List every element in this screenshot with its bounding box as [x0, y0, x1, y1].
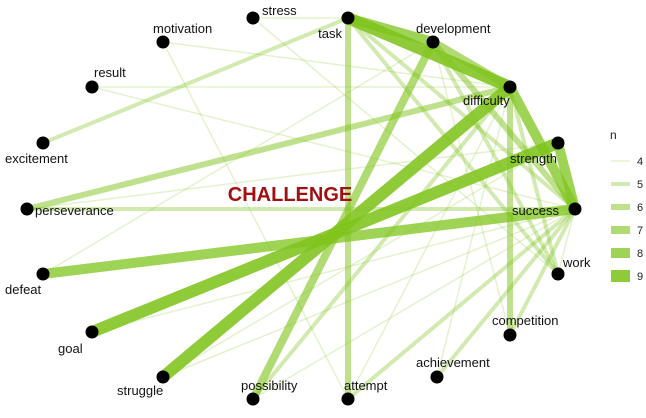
edge-result-success [91, 86, 576, 210]
edge-layer [26, 12, 580, 401]
node-label-competition: competition [492, 313, 558, 328]
node-label-struggle: struggle [117, 383, 163, 398]
edge-difficulty-work [508, 86, 560, 275]
edge-task-excitement [42, 16, 349, 145]
node-label-result: result [94, 65, 126, 80]
edge-development-work [431, 41, 560, 275]
edge-success-achievement [435, 207, 577, 379]
node-development [426, 35, 440, 49]
edge-difficulty-attempt [347, 86, 511, 400]
edge-strength-perseverance [26, 142, 559, 210]
node-label-goal: goal [58, 341, 83, 356]
node-attempt [341, 392, 355, 406]
node-excitement [36, 136, 50, 150]
node-layer [20, 11, 582, 406]
node-label-task: task [318, 26, 342, 41]
node-task [341, 11, 355, 25]
legend-label-9: 9 [637, 271, 643, 283]
node-goal [85, 325, 99, 339]
node-defeat [36, 267, 50, 281]
edge-difficulty-achievement [436, 86, 511, 378]
center-title: CHALLENGE [228, 184, 352, 206]
node-label-layer: stress task motivation development result dif… [5, 3, 591, 398]
node-possibility [246, 392, 260, 406]
node-result [85, 80, 99, 94]
legend: n 4 5 6 7 8 9 [610, 128, 643, 283]
edge-success-attempt [346, 207, 577, 401]
node-label-success: success [512, 203, 559, 218]
node-struggle [156, 370, 170, 384]
node-competition [503, 328, 517, 342]
node-label-attempt: attempt [344, 378, 388, 393]
legend-title: n [610, 128, 617, 142]
edge-success-possibility [252, 208, 576, 400]
node-label-achievement: achievement [416, 355, 490, 370]
edge-task-success [346, 16, 577, 211]
edge-difficulty-perseverance [26, 84, 511, 212]
node-label-difficulty: difficulty [463, 93, 510, 108]
edge-strength-success [553, 141, 580, 211]
legend-label-4: 4 [637, 156, 643, 168]
legend-label-6: 6 [637, 202, 643, 214]
node-label-possibility: possibility [241, 378, 298, 393]
edge-strength-struggle [162, 142, 559, 378]
node-motivation [156, 35, 170, 49]
edge-success-struggle [162, 208, 576, 378]
node-achievement [430, 370, 444, 384]
legend-label-5: 5 [637, 179, 643, 191]
edge-difficulty-motivation [162, 41, 511, 88]
node-label-stress: stress [262, 3, 297, 18]
node-label-strength: strength [510, 151, 557, 166]
edge-difficulty-possibility [251, 85, 512, 401]
edge-success-goal [91, 208, 576, 333]
edge-success-work [557, 208, 576, 275]
node-work [551, 267, 565, 281]
node-success [568, 202, 582, 216]
node-perseverance [20, 202, 34, 216]
node-label-motivation: motivation [153, 21, 212, 36]
node-difficulty [503, 80, 517, 94]
node-label-development: development [416, 21, 491, 36]
node-label-perseverance: perseverance [35, 203, 114, 218]
legend-label-8: 8 [637, 248, 643, 260]
node-label-work: work [562, 255, 591, 270]
edge-development-competition [432, 41, 511, 336]
edge-motivation-attempt [162, 41, 349, 400]
edge-strength-goal [89, 137, 561, 338]
legend-label-7: 7 [637, 225, 643, 237]
edge-task-difficulty [345, 12, 513, 93]
node-strength [551, 136, 565, 150]
node-label-defeat: defeat [5, 282, 42, 297]
edge-task-work [346, 16, 560, 276]
node-label-excitement: excitement [5, 151, 68, 166]
node-stress [246, 11, 260, 25]
edge-success-competition [508, 208, 577, 336]
